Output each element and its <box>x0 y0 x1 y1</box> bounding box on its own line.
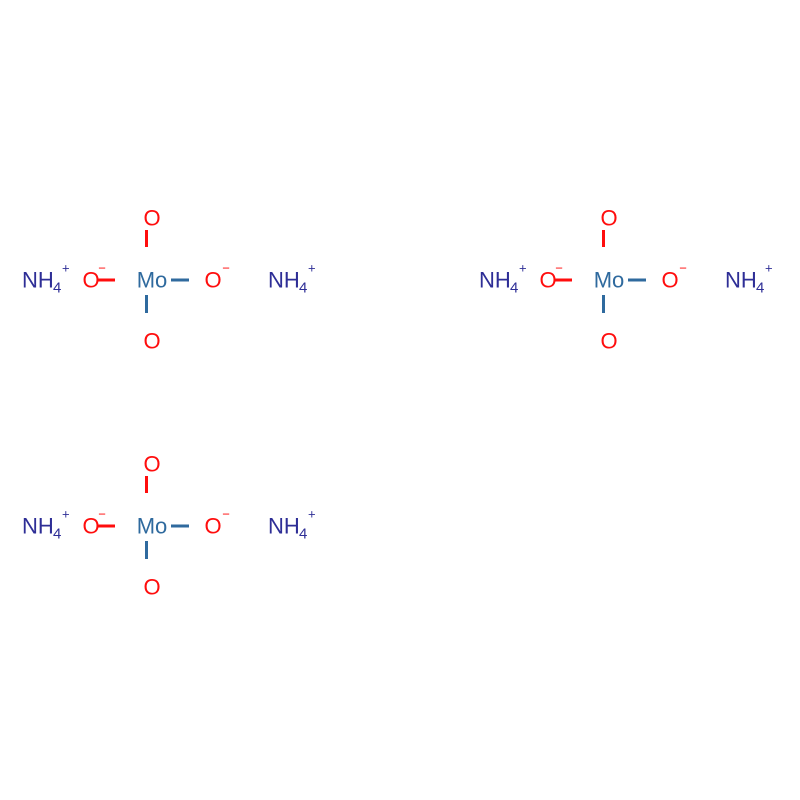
molybdate-unit-2: Mo O O O − O − NH 4 + NH 4 + <box>479 206 773 354</box>
ammonium-ion-left: NH 4 + <box>22 261 70 297</box>
negative-charge-left: − <box>98 507 106 522</box>
oxygen-atom-top: O <box>600 206 617 231</box>
ammonium-subscript: 4 <box>53 526 61 543</box>
positive-charge: + <box>308 507 316 522</box>
molybdenum-atom: Mo <box>137 268 168 293</box>
molybdate-unit-1: Mo O O O − O − NH 4 + NH 4 + <box>22 206 316 354</box>
ammonium-ion-left: NH 4 + <box>22 507 70 543</box>
negative-charge-right: − <box>222 507 230 522</box>
ammonium-subscript: 4 <box>510 280 518 297</box>
positive-charge: + <box>765 261 773 276</box>
oxide-atom-right: O <box>661 268 678 293</box>
oxygen-atom-top: O <box>143 452 160 477</box>
negative-charge-left: − <box>555 261 563 276</box>
ammonium-label: NH <box>268 268 300 293</box>
oxygen-atom-top: O <box>143 206 160 231</box>
ammonium-label: NH <box>268 514 300 539</box>
ammonium-ion-right: NH 4 + <box>725 261 773 297</box>
ammonium-label: NH <box>22 514 54 539</box>
ammonium-ion-right: NH 4 + <box>268 261 316 297</box>
positive-charge: + <box>62 507 70 522</box>
ammonium-label: NH <box>725 268 757 293</box>
oxygen-atom-bottom: O <box>600 329 617 354</box>
negative-charge-right: − <box>222 261 230 276</box>
ammonium-ion-right: NH 4 + <box>268 507 316 543</box>
oxide-atom-right: O <box>204 514 221 539</box>
oxygen-atom-bottom: O <box>143 329 160 354</box>
molecule-group: Mo O O O − O − NH 4 + NH 4 + <box>22 206 773 600</box>
ammonium-label: NH <box>22 268 54 293</box>
ammonium-subscript: 4 <box>756 280 764 297</box>
negative-charge-right: − <box>679 261 687 276</box>
molybdenum-atom: Mo <box>594 268 625 293</box>
oxide-atom-left: O <box>82 268 99 293</box>
molybdate-unit-3: Mo O O O − O − NH 4 + NH 4 + <box>22 452 316 600</box>
oxide-atom-left: O <box>82 514 99 539</box>
ammonium-subscript: 4 <box>53 280 61 297</box>
ammonium-subscript: 4 <box>299 280 307 297</box>
negative-charge-left: − <box>98 261 106 276</box>
positive-charge: + <box>62 261 70 276</box>
ammonium-ion-left: NH 4 + <box>479 261 527 297</box>
positive-charge: + <box>308 261 316 276</box>
oxide-atom-right: O <box>204 268 221 293</box>
positive-charge: + <box>519 261 527 276</box>
molybdenum-atom: Mo <box>137 514 168 539</box>
ammonium-label: NH <box>479 268 511 293</box>
ammonium-subscript: 4 <box>299 526 307 543</box>
oxygen-atom-bottom: O <box>143 575 160 600</box>
oxide-atom-left: O <box>539 268 556 293</box>
